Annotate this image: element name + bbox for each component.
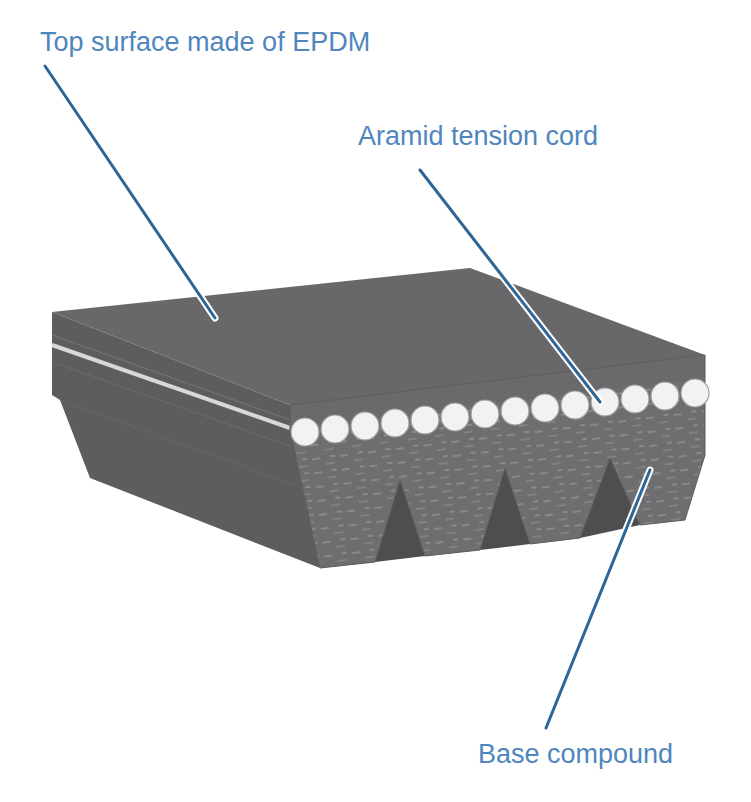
rib-edge [60, 400, 295, 485]
callout-label: Top surface made of EPDM [40, 28, 370, 58]
cross-section [280, 340, 720, 580]
callout-label: Base compound [478, 740, 673, 770]
leader-lines [45, 66, 650, 728]
section-outline [290, 355, 705, 568]
callout-label: Aramid tension cord [358, 122, 598, 152]
tension-cords [291, 379, 709, 446]
